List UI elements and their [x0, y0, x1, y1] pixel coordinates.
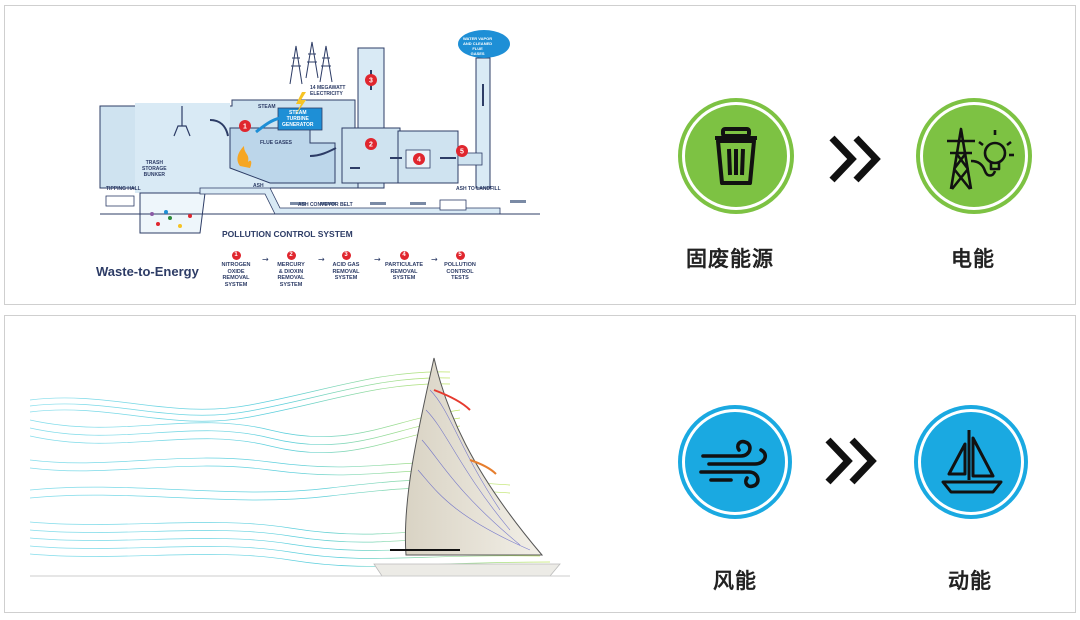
sail-streamlines — [417, 389, 531, 551]
label-flue-gases: FLUE GASES — [260, 140, 292, 146]
pcs-step-1: 1 NITROGEN OXIDE REMOVAL SYSTEM — [208, 241, 264, 288]
label-tipping-hall: TIPPING HALL — [106, 186, 141, 192]
sail-airflow-image — [30, 357, 570, 577]
plant-building — [99, 47, 540, 234]
sail — [404, 357, 544, 556]
pcs-step-2: 2 MERCURY & DIOXIN REMOVAL SYSTEM — [263, 241, 319, 288]
step-label: MERCURY & DIOXIN REMOVAL SYSTEM — [277, 262, 305, 288]
chevrons-icon — [828, 134, 884, 188]
step-number: 1 — [231, 251, 241, 260]
chevrons-icon — [824, 436, 880, 490]
step-badges: 1 2 3 4 5 — [239, 74, 468, 165]
svg-text:3: 3 — [369, 78, 373, 85]
trash-can-icon — [682, 102, 790, 210]
step-number: 4 — [399, 251, 409, 260]
hull — [373, 563, 561, 577]
label-trash-bunker: TRASH STORAGE BUNKER — [142, 160, 167, 178]
ash-truck — [439, 199, 467, 211]
from-label-wind: 风能 — [713, 569, 757, 593]
step-number: 5 — [455, 251, 465, 260]
sailboat-icon — [918, 409, 1024, 515]
step-label: POLLUTION CONTROL TESTS — [444, 262, 476, 281]
label-conveyor: ASH CONVEYOR BELT — [298, 202, 353, 208]
svg-text:2: 2 — [369, 142, 373, 149]
label-ash-landfill: ASH TO LANDFILL — [456, 186, 501, 192]
waste-to-energy-diagram: 1 2 3 4 5 — [99, 30, 540, 234]
sail-pressure-streak — [469, 459, 497, 475]
wind-icon — [682, 409, 788, 515]
pcs-step-3: 3 ACID GAS REMOVAL SYSTEM — [318, 241, 374, 282]
conveyor-arrows — [290, 200, 526, 205]
power-tower-bulb-icon — [920, 102, 1028, 210]
trash-claw — [173, 106, 191, 137]
wind-energy-panel — [4, 315, 1076, 613]
sail-pressure-streak — [433, 389, 471, 411]
trash-pile — [150, 210, 192, 228]
step-arrow-icon: → — [374, 255, 381, 264]
step-label: ACID GAS REMOVAL SYSTEM — [332, 262, 360, 281]
pcs-step-4: 4 PARTICULATE REMOVAL SYSTEM — [376, 241, 432, 282]
svg-text:4: 4 — [417, 157, 421, 164]
svg-text:1: 1 — [243, 124, 247, 131]
to-label-kinetic: 动能 — [948, 569, 992, 593]
step-arrow-icon: → — [318, 255, 325, 264]
step-arrow-icon: → — [262, 255, 269, 264]
label-steam: STEAM — [258, 104, 276, 110]
step-arrow-icon: → — [431, 255, 438, 264]
label-cloud: WATER VAPOR AND CLEANED FLUE GASES — [463, 36, 493, 56]
label-electricity: 14 MEGAWATT ELECTRICITY — [310, 85, 346, 97]
from-label-solid-waste: 固废能源 — [686, 247, 774, 271]
step-number: 2 — [286, 251, 296, 260]
step-label: NITROGEN OXIDE REMOVAL SYSTEM — [221, 262, 251, 288]
step-label: PARTICULATE REMOVAL SYSTEM — [385, 262, 423, 281]
label-turbine: STEAM TURBINE GENERATOR — [282, 110, 314, 128]
label-ash: ASH — [253, 183, 264, 189]
step-number: 3 — [341, 251, 351, 260]
pollution-control-title: POLLUTION CONTROL SYSTEM — [222, 229, 353, 239]
to-label-electric: 电能 — [951, 247, 995, 271]
electricity-bolt — [295, 92, 306, 116]
garbage-truck — [105, 195, 135, 207]
steam-arrow — [255, 116, 281, 134]
fire-icon — [237, 146, 252, 168]
power-towers — [289, 41, 333, 85]
waste-to-energy-title: Waste-to-Energy — [96, 264, 199, 279]
vapor-cloud — [458, 30, 510, 58]
svg-text:5: 5 — [460, 149, 464, 156]
pcs-step-5: 5 POLLUTION CONTROL TESTS — [432, 241, 488, 282]
